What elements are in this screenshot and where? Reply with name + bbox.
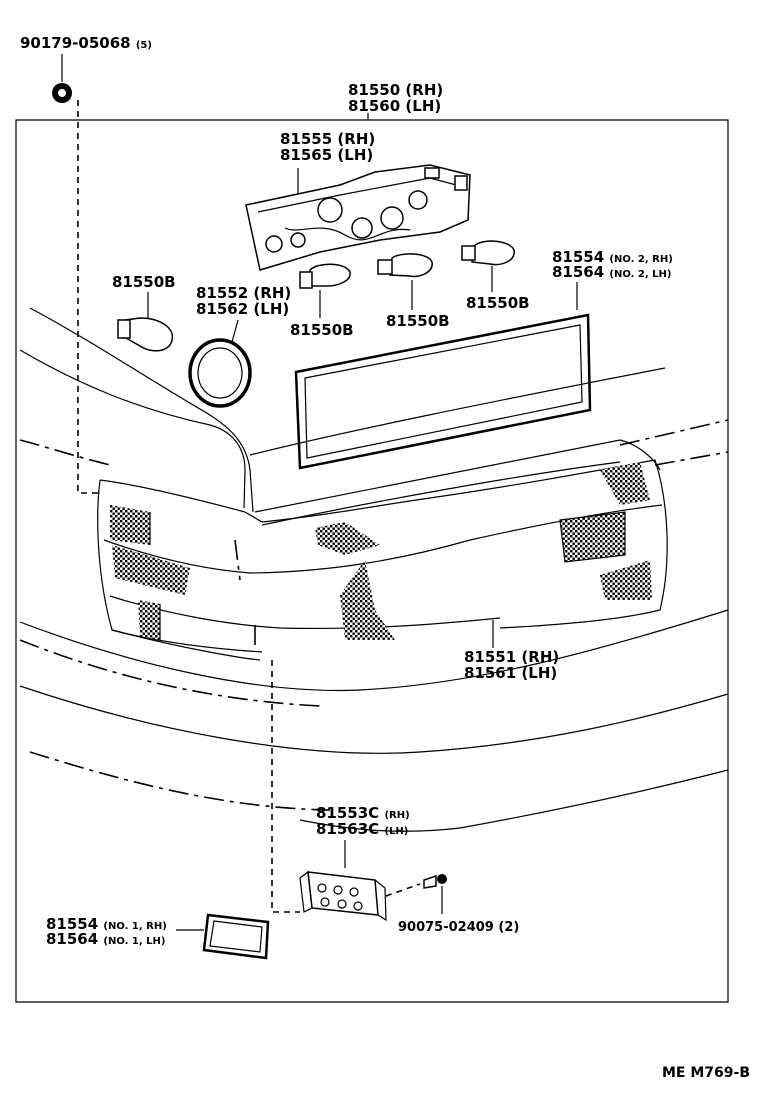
vehicle-body-outline	[19, 307, 729, 832]
nut-90179-05068	[52, 54, 100, 494]
label-nut: 90179-05068 (5)	[20, 34, 152, 52]
label-gasket-lh: 81562 (LH)	[196, 300, 289, 318]
label-gasket-rh: 81552 (RH)	[196, 284, 291, 302]
label-socket-lh: 81565 (LH)	[280, 146, 373, 164]
label-plate-light-rh: 81553C (RH)	[316, 804, 410, 822]
label-gasket-no2-rh: 81554 (NO. 2, RH)	[552, 248, 673, 266]
gasket-no2-frame	[294, 282, 592, 470]
label-plate-light-lh: 81563C (LH)	[316, 820, 408, 838]
label-bulb-right: 81550B	[466, 294, 530, 312]
gasket-no1	[176, 913, 270, 960]
bulb-center-right	[377, 253, 433, 310]
label-socket-rh: 81555 (RH)	[280, 130, 375, 148]
label-gasket-no1-rh: 81554 (NO. 1, RH)	[46, 915, 167, 933]
bulb-right	[461, 240, 515, 292]
bulb-center-left	[299, 263, 351, 318]
socket-wire-81555	[245, 164, 471, 271]
license-plate-light	[271, 660, 421, 922]
figure-code: ME M769-B	[662, 1065, 750, 1081]
label-bulb-center-left: 81550B	[290, 321, 354, 339]
label-lens-lh: 81561 (LH)	[464, 664, 557, 682]
gasket-ring-81552	[188, 319, 252, 408]
tail-lamp-lens	[97, 459, 668, 661]
label-bulb-center-right: 81550B	[386, 312, 450, 330]
label-bulb-left: 81550B	[112, 273, 176, 291]
label-gasket-no1-lh: 81564 (NO. 1, LH)	[46, 930, 165, 948]
assembly-frame	[15, 113, 729, 1003]
label-screw: 90075-02409 (2)	[398, 920, 519, 935]
label-assy-lh: 81560 (LH)	[348, 97, 441, 115]
screw-90075-02409	[423, 874, 447, 914]
label-lens-rh: 81551 (RH)	[464, 648, 559, 666]
label-gasket-no2-lh: 81564 (NO. 2, LH)	[552, 263, 671, 281]
bulb-left	[117, 292, 174, 352]
label-assy-rh: 81550 (RH)	[348, 81, 443, 99]
